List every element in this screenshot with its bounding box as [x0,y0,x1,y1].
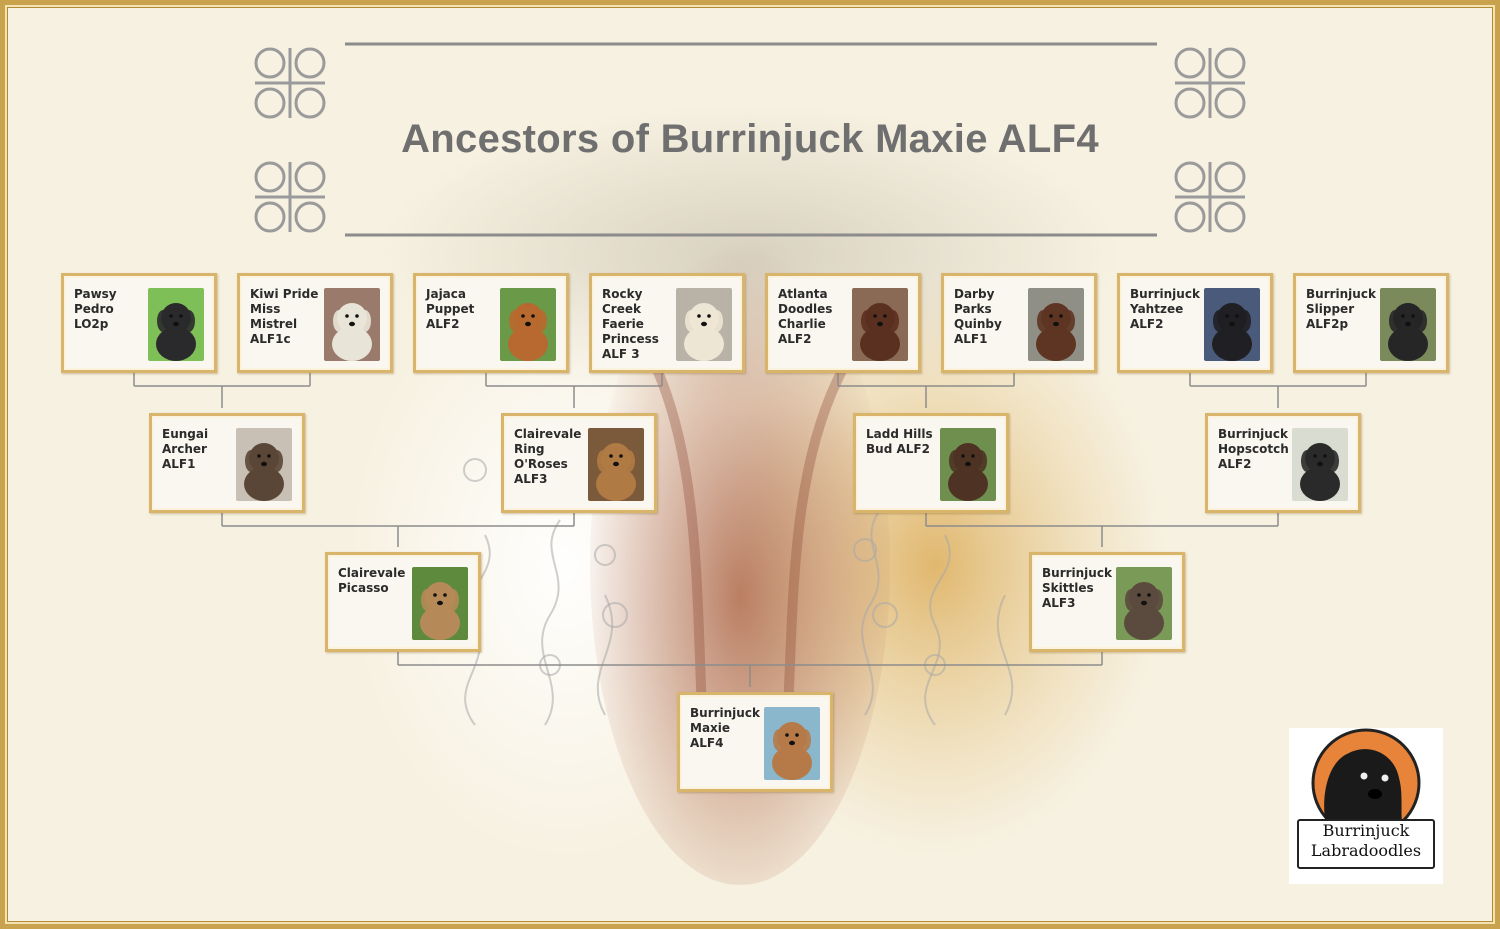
dog-name: Eungai Archer ALF1 [162,427,240,472]
brand-name-plate: Burrinjuck Labradoodles [1297,819,1435,869]
dog-photo-frame [1116,567,1172,640]
dog-photo-frame [236,428,292,501]
dog-card-clairevale-parents-0[interactable]: Clairevale Picasso [325,552,481,652]
dog-card-jajaca-great_grandparents-2[interactable]: Jajaca Puppet ALF2 [413,273,569,373]
dog-card-burrinjuck-maxie-subject[interactable]: Burrinjuck Maxie ALF4 [677,692,833,792]
dog-photo-frame [676,288,732,361]
dog-name: Pawsy Pedro LO2p [74,287,152,332]
dog-name: Darby Parks Quinby ALF1 [954,287,1032,347]
dog-photo-frame [324,288,380,361]
dog-photo-frame [940,428,996,501]
dog-card-atlanta-great_grandparents-4[interactable]: Atlanta Doodles Charlie ALF2 [765,273,921,373]
dog-name: Rocky Creek Faerie Princess ALF 3 [602,287,680,362]
dog-photo-frame [1028,288,1084,361]
dog-name: Burrinjuck Hopscotch ALF2 [1218,427,1296,472]
dog-photo-frame [1292,428,1348,501]
page-title: Ancestors of Burrinjuck Maxie ALF4 [5,117,1495,162]
dog-photo-frame [1204,288,1260,361]
dog-name: Ladd Hills Bud ALF2 [866,427,944,457]
dog-name: Clairevale Ring O'Roses ALF3 [514,427,592,487]
dog-name: Burrinjuck Slipper ALF2p [1306,287,1384,332]
dog-name: Jajaca Puppet ALF2 [426,287,504,332]
dog-card-pawsy-great_grandparents-0[interactable]: Pawsy Pedro LO2p [61,273,217,373]
dog-photo-frame [412,567,468,640]
dog-name: Clairevale Picasso [338,566,416,596]
dog-card-kiwi-pride-great_grandparents-1[interactable]: Kiwi Pride Miss Mistrel ALF1c [237,273,393,373]
dog-name: Kiwi Pride Miss Mistrel ALF1c [250,287,328,347]
dog-card-burrinjuck-great_grandparents-6[interactable]: Burrinjuck Yahtzee ALF2 [1117,273,1273,373]
dog-photo [852,288,908,361]
dog-name: Atlanta Doodles Charlie ALF2 [778,287,856,347]
dog-photo-frame [1380,288,1436,361]
dog-card-rocky-great_grandparents-3[interactable]: Rocky Creek Faerie Princess ALF 3 [589,273,745,373]
brand-name-line2: Labradoodles [1299,841,1433,861]
dog-photo [324,288,380,361]
dog-name: Burrinjuck Maxie ALF4 [690,706,768,751]
dog-photo [1028,288,1084,361]
dog-card-darby-great_grandparents-5[interactable]: Darby Parks Quinby ALF1 [941,273,1097,373]
dog-card-burrinjuck-grandparents-3[interactable]: Burrinjuck Hopscotch ALF2 [1205,413,1361,513]
dog-photo [500,288,556,361]
dog-card-burrinjuck-parents-1[interactable]: Burrinjuck Skittles ALF3 [1029,552,1185,652]
dog-photo-frame [764,707,820,780]
dog-photo [1204,288,1260,361]
dog-card-clairevale-grandparents-1[interactable]: Clairevale Ring O'Roses ALF3 [501,413,657,513]
dog-photo [1116,567,1172,640]
brand-logo: Burrinjuck Labradoodles [1289,728,1443,884]
dog-photo-frame [852,288,908,361]
dog-name: Burrinjuck Skittles ALF3 [1042,566,1120,611]
dog-photo-frame [588,428,644,501]
dog-name: Burrinjuck Yahtzee ALF2 [1130,287,1208,332]
dog-photo [1292,428,1348,501]
dog-photo [588,428,644,501]
dog-photo-frame [500,288,556,361]
dog-photo [676,288,732,361]
dog-card-eungai-grandparents-0[interactable]: Eungai Archer ALF1 [149,413,305,513]
dog-card-ladd-hills-grandparents-2[interactable]: Ladd Hills Bud ALF2 [853,413,1009,513]
dog-card-burrinjuck-great_grandparents-7[interactable]: Burrinjuck Slipper ALF2p [1293,273,1449,373]
dog-photo-frame [148,288,204,361]
dog-photo [148,288,204,361]
dog-photo [1380,288,1436,361]
dog-photo [940,428,996,501]
dog-photo [764,707,820,780]
dog-photo [412,567,468,640]
dog-photo [236,428,292,501]
brand-name-line1: Burrinjuck [1299,821,1433,841]
